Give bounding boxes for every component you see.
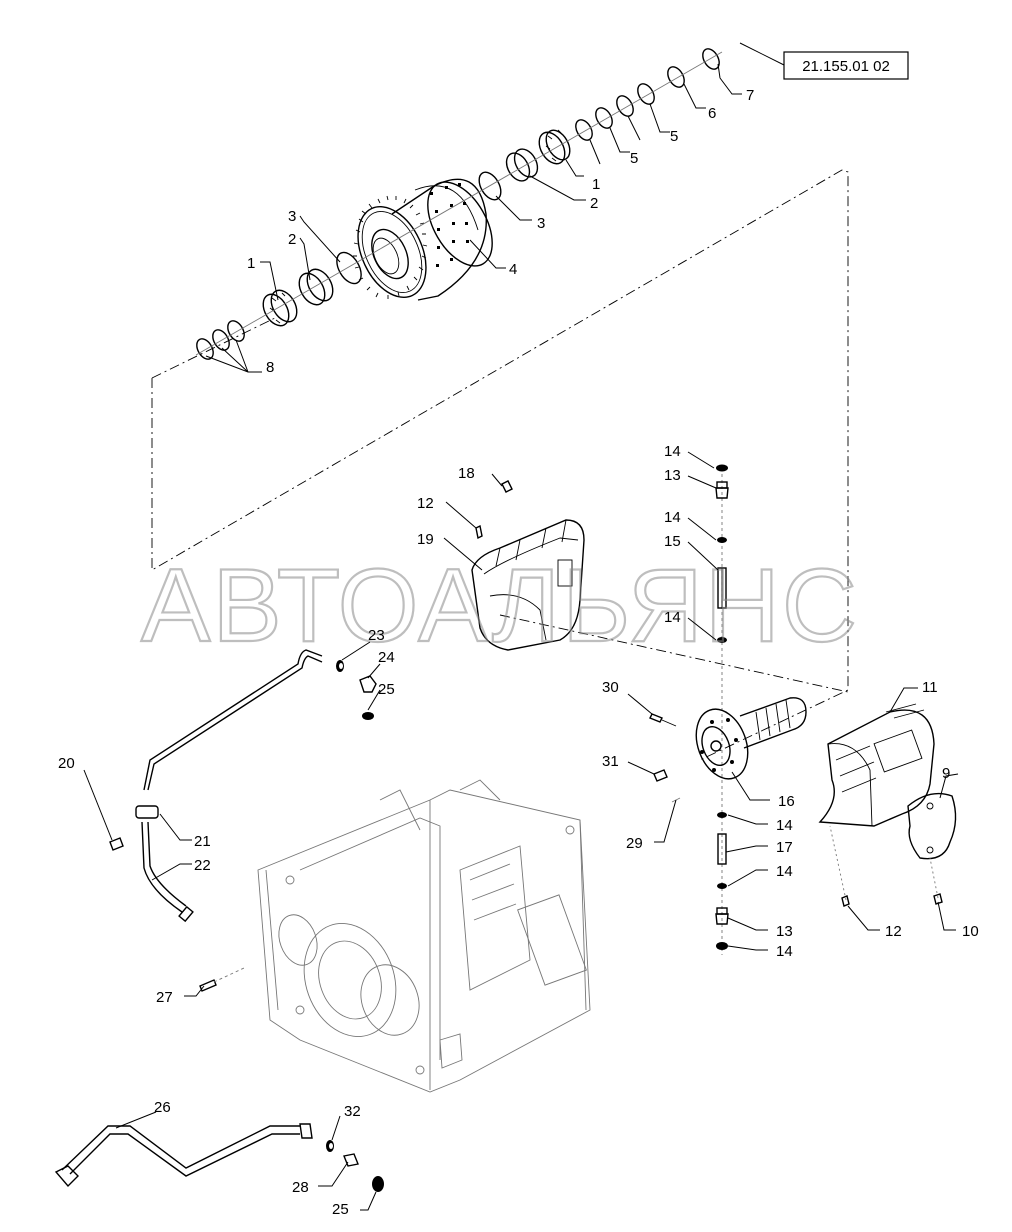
transmission-housing: [199, 779, 591, 1093]
callout-8: 8: [266, 359, 274, 376]
callout-7: 7: [746, 87, 754, 104]
callout-10: 10: [962, 923, 979, 940]
callout-27: 27: [156, 989, 173, 1006]
assembly-outline: [151, 169, 849, 761]
callout-3b: 3: [288, 208, 296, 225]
callout-15: 15: [664, 533, 681, 550]
callout-2a: 2: [590, 195, 598, 212]
vertical-stack: [715, 464, 729, 955]
plate-part-9: [907, 792, 957, 860]
callout-24: 24: [378, 649, 395, 666]
callout-23: 23: [368, 627, 385, 644]
ring-part-7: [702, 48, 720, 70]
fitting-part-13-bottom: [715, 907, 729, 925]
housing-part-19: [471, 480, 585, 651]
fitting-part-13-top: [715, 481, 729, 499]
callout-25a: 25: [378, 681, 395, 698]
callouts: 7 6 5 5 1 2 3 4 3 2 1 8 18 12 19 14 13 1…: [58, 87, 979, 1218]
ring-part-6: [667, 66, 685, 88]
callout-31: 31: [602, 753, 619, 770]
clutch-drum-part-4: [353, 178, 493, 301]
leader-lines: [83, 63, 959, 1211]
callout-30: 30: [602, 679, 619, 696]
callout-14a: 14: [664, 443, 681, 460]
callout-18: 18: [458, 465, 475, 482]
callout-9: 9: [942, 765, 950, 782]
callout-16: 16: [778, 793, 795, 810]
reference-code: 21.155.01 02: [802, 58, 890, 75]
callout-4: 4: [509, 261, 517, 278]
bearing-part-1-right: [538, 129, 571, 165]
callout-14e: 14: [776, 863, 793, 880]
shaft-part-16: [649, 697, 807, 803]
callout-12b: 12: [885, 923, 902, 940]
reference-box: 21.155.01 02: [739, 42, 909, 80]
callout-14b: 14: [664, 509, 681, 526]
callout-12a: 12: [417, 495, 434, 512]
pipe-part-15: [717, 567, 727, 609]
callout-14d: 14: [776, 817, 793, 834]
callout-13b: 13: [776, 923, 793, 940]
pipe-assembly: [109, 649, 377, 923]
callout-5b: 5: [630, 150, 638, 167]
callout-20: 20: [58, 755, 75, 772]
callout-3a: 3: [537, 215, 545, 232]
callout-6: 6: [708, 105, 716, 122]
callout-21: 21: [194, 833, 211, 850]
race-part-2-left: [298, 268, 334, 306]
pipe-part-17: [717, 833, 727, 865]
callout-5a: 5: [670, 128, 678, 145]
race-part-2-right: [505, 148, 539, 182]
callout-19: 19: [417, 531, 434, 548]
upper-parts-group: [195, 48, 723, 360]
callout-32: 32: [344, 1103, 361, 1120]
callout-13a: 13: [664, 467, 681, 484]
bolts-10-12: [829, 825, 943, 907]
callout-25b: 25: [332, 1201, 349, 1218]
callout-2b: 2: [288, 231, 296, 248]
callout-1b: 1: [247, 255, 255, 272]
bearing-part-1-left: [262, 289, 298, 327]
callout-26: 26: [154, 1099, 171, 1116]
callout-28: 28: [292, 1179, 309, 1196]
callout-17: 17: [776, 839, 793, 856]
callout-14f: 14: [776, 943, 793, 960]
callout-1a: 1: [592, 176, 600, 193]
ring-part-3-left: [336, 251, 362, 285]
callout-11: 11: [922, 679, 938, 696]
callout-22: 22: [194, 857, 211, 874]
callout-14c: 14: [664, 609, 681, 626]
callout-29: 29: [626, 835, 643, 852]
watermark-text: АВТОАЛЬЯНС: [141, 548, 859, 664]
lower-pipe-part-26: [54, 1123, 384, 1192]
cover-part-11: [818, 703, 935, 827]
